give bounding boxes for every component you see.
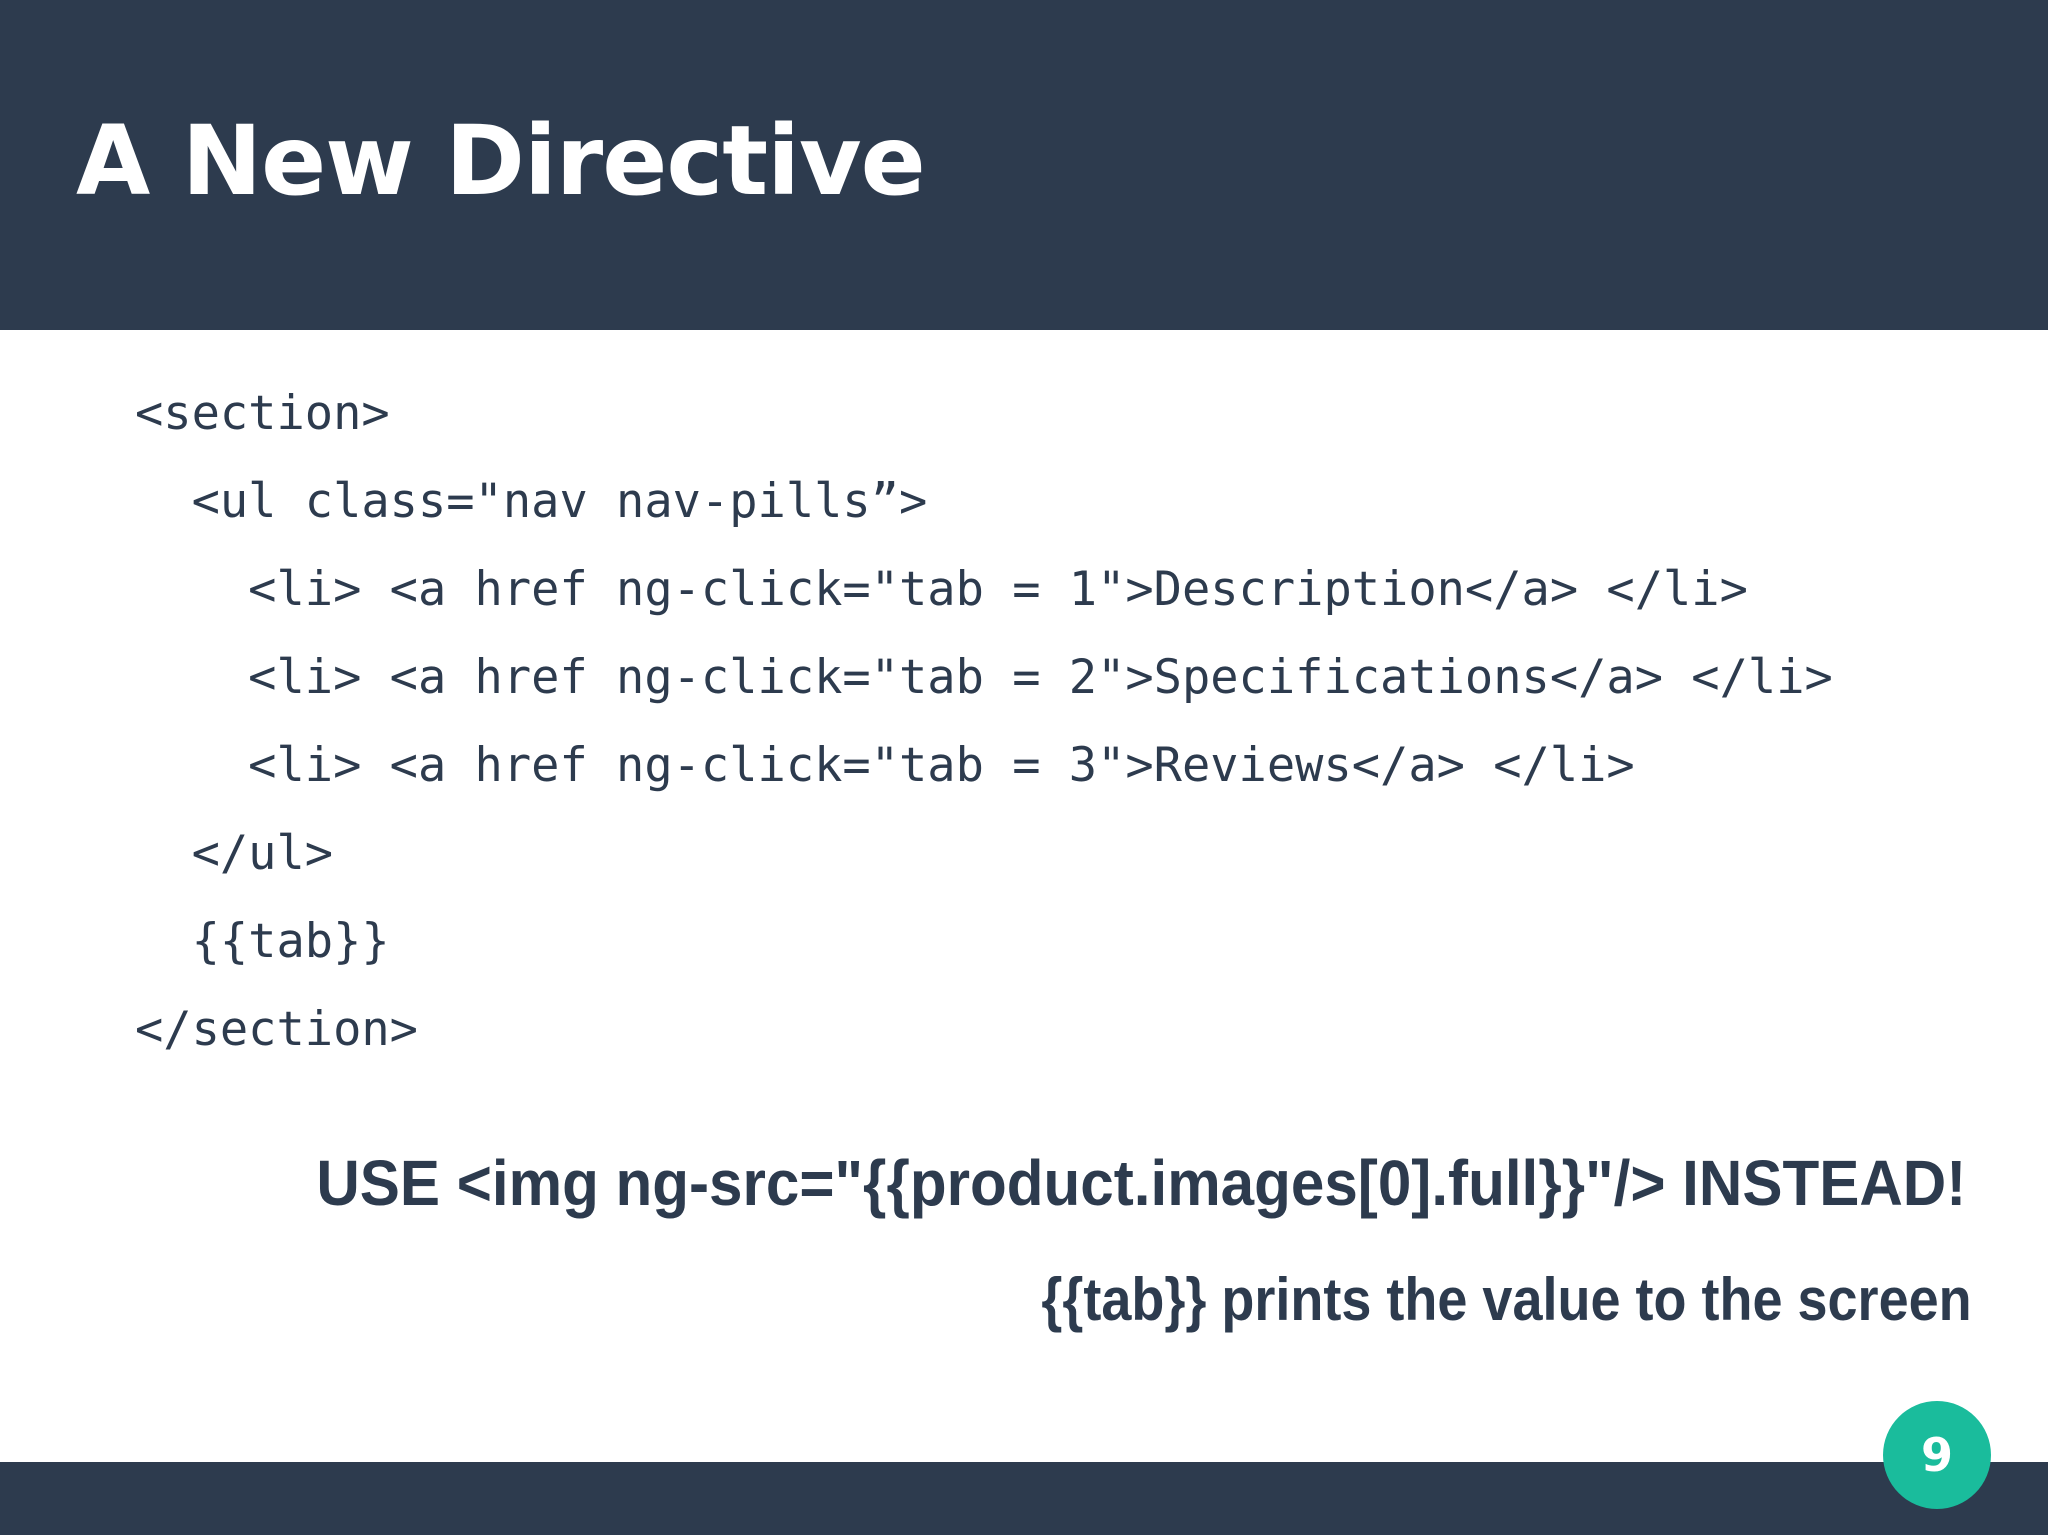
- code-line: <li> <a href ng-click="tab = 3">Reviews<…: [135, 738, 1635, 793]
- slide-footer: [0, 1462, 2048, 1535]
- callout-use-ng-src: USE <img ng-src="{{product.images[0].ful…: [316, 1147, 1966, 1219]
- callout-tab-expression: {{tab}} prints the value to the screen: [1041, 1266, 1972, 1333]
- slide-title: A New Directive: [76, 105, 926, 217]
- slide-header: A New Directive: [0, 0, 2048, 330]
- code-line: </section>: [135, 1002, 418, 1057]
- code-line: <ul class="nav nav-pills”>: [135, 474, 928, 529]
- code-line: {{tab}}: [135, 914, 390, 969]
- code-line: <li> <a href ng-click="tab = 2">Specific…: [135, 650, 1833, 705]
- code-line: <section>: [135, 386, 390, 441]
- code-line: <li> <a href ng-click="tab = 1">Descript…: [135, 562, 1748, 617]
- page-number-badge: 9: [1883, 1401, 1991, 1509]
- code-line: </ul>: [135, 826, 334, 881]
- page-number: 9: [1920, 1428, 1953, 1482]
- code-block: <section> <ul class="nav nav-pills”> <li…: [135, 370, 1833, 1074]
